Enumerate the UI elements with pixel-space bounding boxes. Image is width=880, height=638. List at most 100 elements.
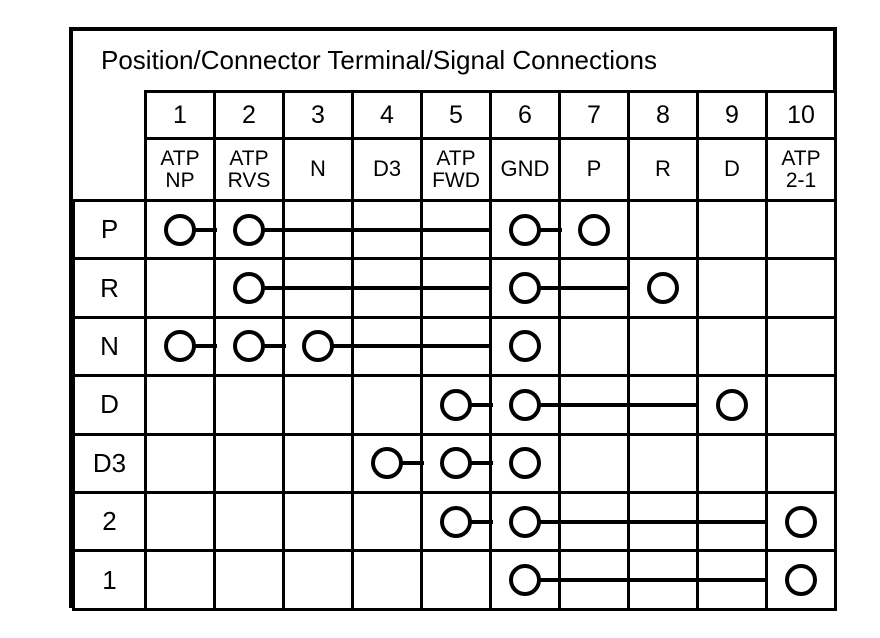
cell-inner: [699, 202, 765, 257]
connection-node-circle[interactable]: [302, 330, 334, 363]
connection-cell-r1-c1[interactable]: [144, 549, 216, 611]
row-label-cell-D3: D3: [72, 432, 147, 494]
connection-node-circle[interactable]: [578, 213, 610, 246]
connection-cell-rD-c8[interactable]: [627, 374, 699, 436]
connection-cell-rP-c6[interactable]: [489, 198, 562, 261]
connection-cell-rD-c3[interactable]: [282, 374, 354, 436]
connection-cell-rD-c10[interactable]: [765, 374, 837, 436]
connection-cell-rR-c6[interactable]: [489, 257, 562, 319]
connection-cell-r2-c2[interactable]: [213, 490, 285, 553]
connection-cell-rR-c7[interactable]: [558, 257, 630, 319]
connection-cell-rD3-c9[interactable]: [696, 432, 768, 494]
connection-cell-r2-c3[interactable]: [282, 490, 354, 553]
connection-cell-rD-c4[interactable]: [351, 374, 423, 436]
connection-cell-rD3-c2[interactable]: [213, 432, 285, 494]
connection-cell-rD-c5[interactable]: [420, 374, 493, 436]
connection-node-circle[interactable]: [233, 330, 265, 363]
connection-cell-rR-c2[interactable]: [213, 257, 286, 319]
connection-cell-rN-c4[interactable]: [351, 315, 423, 378]
connection-cell-rN-c7[interactable]: [558, 315, 630, 378]
connection-cell-rN-c6[interactable]: [489, 315, 561, 378]
connection-cell-r1-c2[interactable]: [213, 549, 285, 611]
connection-cell-r1-c10[interactable]: [765, 549, 837, 611]
connection-cell-rD3-c4[interactable]: [351, 432, 424, 494]
connection-cell-rN-c5[interactable]: [420, 315, 492, 378]
connection-cell-rD-c2[interactable]: [213, 374, 285, 436]
connection-node-circle[interactable]: [440, 388, 472, 421]
connection-cell-rD-c9[interactable]: [696, 374, 768, 436]
connection-cell-r2-c6[interactable]: [489, 490, 562, 553]
signal-name-label: D: [724, 156, 740, 182]
connection-cell-rD3-c3[interactable]: [282, 432, 354, 494]
connection-cell-r2-c5[interactable]: [420, 490, 493, 553]
connection-cell-rN-c9[interactable]: [696, 315, 768, 378]
connection-cell-r1-c8[interactable]: [627, 549, 699, 611]
connection-cell-rD3-c1[interactable]: [144, 432, 216, 494]
connection-node-circle[interactable]: [509, 505, 541, 538]
connection-cell-r2-c8[interactable]: [627, 490, 699, 553]
connection-node-circle[interactable]: [233, 272, 265, 305]
connection-node-circle[interactable]: [509, 272, 541, 305]
connection-cell-r2-c4[interactable]: [351, 490, 423, 553]
connection-cell-rD-c1[interactable]: [144, 374, 216, 436]
connection-cell-rN-c2[interactable]: [213, 315, 286, 378]
connection-cell-rR-c3[interactable]: [282, 257, 354, 319]
connection-cell-rP-c9[interactable]: [696, 198, 768, 261]
cell-inner: [699, 319, 765, 374]
signal-name-label: ATP NP: [160, 147, 200, 192]
connection-node-circle[interactable]: [440, 505, 472, 538]
connection-cell-rD-c7[interactable]: [558, 374, 630, 436]
connection-node-circle[interactable]: [647, 272, 679, 305]
connection-cell-r2-c9[interactable]: [696, 490, 768, 553]
connection-cell-rP-c7[interactable]: [558, 198, 630, 261]
connection-node-circle[interactable]: [371, 447, 403, 480]
connection-cell-rP-c10[interactable]: [765, 198, 837, 261]
connection-cell-r2-c1[interactable]: [144, 490, 216, 553]
connection-cell-rD3-c10[interactable]: [765, 432, 837, 494]
connection-wire: [249, 344, 286, 349]
connection-node-circle[interactable]: [164, 213, 196, 246]
connection-cell-rN-c1[interactable]: [144, 315, 217, 378]
connection-node-circle[interactable]: [785, 564, 817, 597]
connection-node-circle[interactable]: [440, 447, 472, 480]
connection-node-circle[interactable]: [164, 330, 196, 363]
connection-cell-rR-c4[interactable]: [351, 257, 423, 319]
connection-cell-rN-c10[interactable]: [765, 315, 837, 378]
connection-cell-r1-c5[interactable]: [420, 549, 492, 611]
connection-node-circle[interactable]: [509, 564, 541, 597]
connection-cell-rD3-c7[interactable]: [558, 432, 630, 494]
connection-cell-rD3-c8[interactable]: [627, 432, 699, 494]
connection-cell-rP-c2[interactable]: [213, 198, 286, 261]
connection-cell-rP-c1[interactable]: [144, 198, 217, 261]
connection-cell-r1-c9[interactable]: [696, 549, 768, 611]
connection-node-circle[interactable]: [509, 388, 541, 421]
connection-cell-rR-c10[interactable]: [765, 257, 837, 319]
connection-cell-r1-c4[interactable]: [351, 549, 423, 611]
connection-cell-rP-c3[interactable]: [282, 198, 354, 261]
connection-cell-rD3-c5[interactable]: [420, 432, 493, 494]
connection-cell-rD-c6[interactable]: [489, 374, 562, 436]
connection-cell-r1-c7[interactable]: [558, 549, 630, 611]
connection-node-circle[interactable]: [509, 447, 541, 480]
connection-cell-rN-c8[interactable]: [627, 315, 699, 378]
connection-node-circle[interactable]: [509, 330, 541, 363]
connection-node-circle[interactable]: [716, 388, 748, 421]
connection-cell-r1-c6[interactable]: [489, 549, 562, 611]
connection-cell-r2-c10[interactable]: [765, 490, 837, 553]
connection-cell-rR-c5[interactable]: [420, 257, 492, 319]
connection-cell-rP-c4[interactable]: [351, 198, 423, 261]
connection-cell-rP-c8[interactable]: [627, 198, 699, 261]
connection-cell-r2-c7[interactable]: [558, 490, 630, 553]
connection-cell-rR-c1[interactable]: [144, 257, 216, 319]
cell-inner: [423, 436, 493, 491]
connection-node-circle[interactable]: [233, 213, 265, 246]
connection-node-circle[interactable]: [509, 213, 541, 246]
connection-cell-r1-c3[interactable]: [282, 549, 354, 611]
cell-inner: [561, 202, 627, 257]
connection-cell-rN-c3[interactable]: [282, 315, 355, 378]
connection-cell-rP-c5[interactable]: [420, 198, 492, 261]
connection-cell-rR-c8[interactable]: [627, 257, 699, 319]
connection-cell-rD3-c6[interactable]: [489, 432, 561, 494]
connection-node-circle[interactable]: [785, 505, 817, 538]
connection-cell-rR-c9[interactable]: [696, 257, 768, 319]
